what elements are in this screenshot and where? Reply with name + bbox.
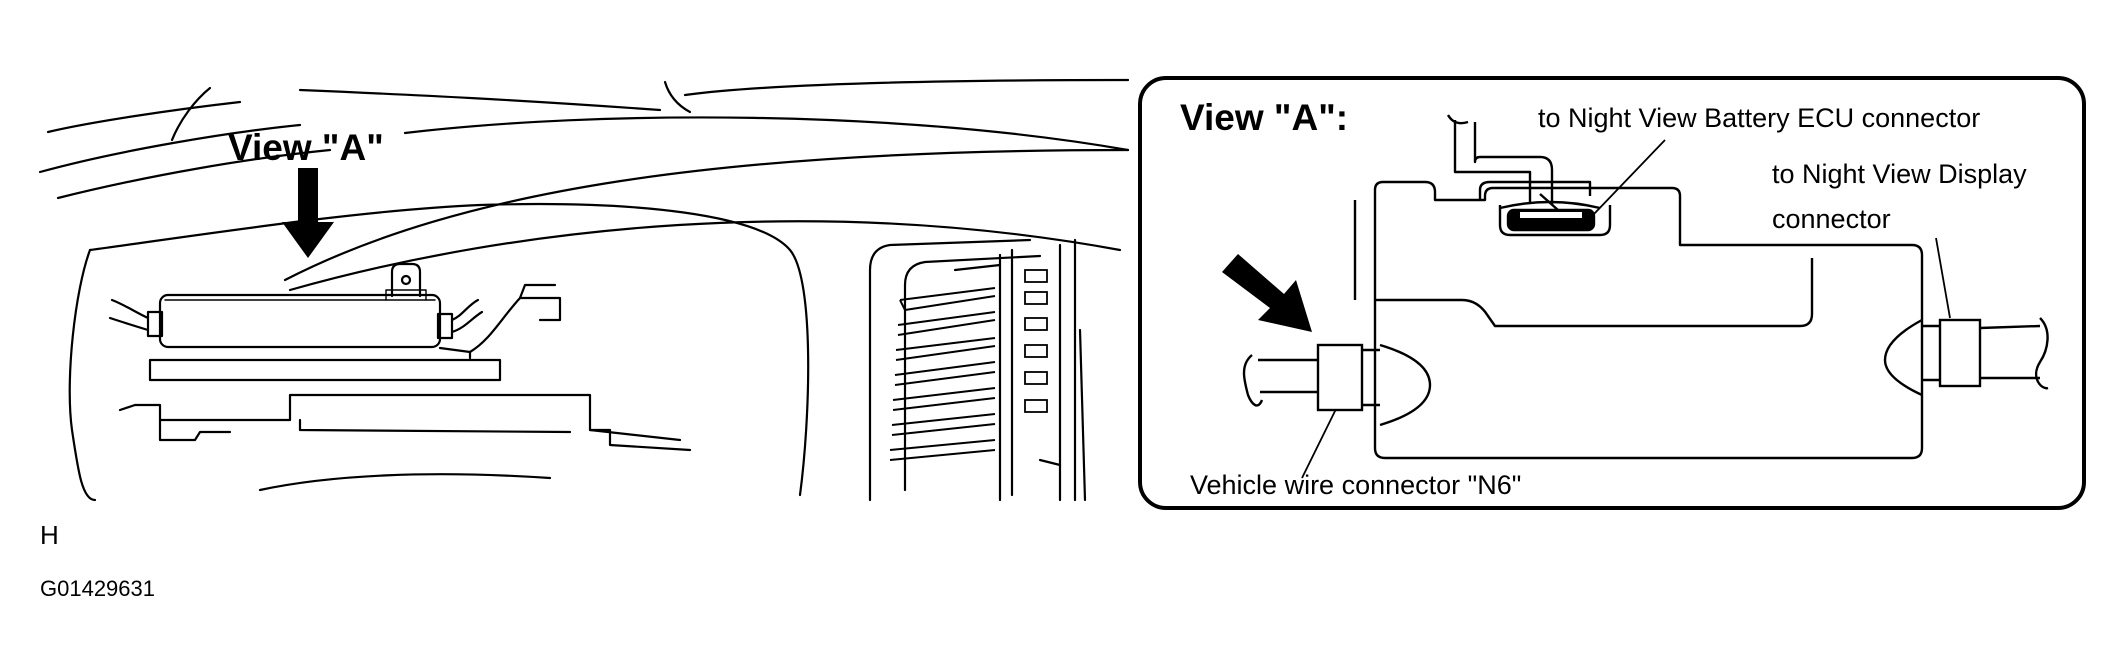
dashboard-drawing — [38, 78, 1130, 502]
vehicle-wire-connector-n6 — [1242, 343, 1432, 427]
display-callout-line1: to Night View Display — [1772, 159, 2027, 189]
view-a-label: View "A" — [228, 127, 384, 168]
view-a-down-arrow-icon — [282, 168, 334, 258]
switch-stack — [1024, 269, 1048, 413]
battery-ecu-connector — [1446, 114, 1601, 232]
night-view-display-connector — [1883, 317, 2049, 397]
inset-frame — [1138, 76, 2086, 510]
inset-title: View "A": — [1180, 97, 1348, 138]
ecu-module-body — [1353, 180, 1924, 460]
display-callout-line2: connector — [1772, 204, 1891, 234]
battery-ecu-callout: to Night View Battery ECU connector — [1538, 103, 1980, 133]
vehicle-wire-callout: Vehicle wire connector "N6" — [1190, 470, 1521, 500]
n6-pointer-arrow-icon — [1222, 254, 1312, 332]
figure-code: G01429631 — [40, 576, 155, 601]
air-vent-slats — [889, 287, 996, 461]
figure-letter: H — [40, 520, 59, 550]
callout-leaders — [1301, 139, 1951, 479]
